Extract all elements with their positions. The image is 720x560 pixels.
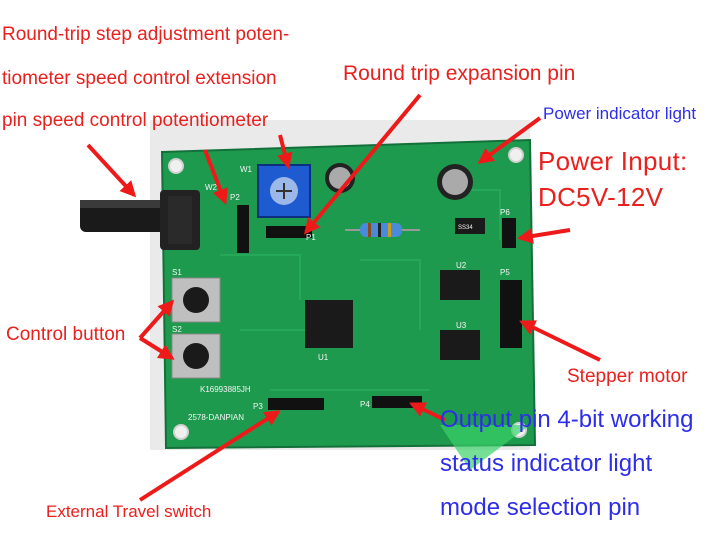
silk-p3: P3 [253,402,263,411]
annotation-arrows [86,93,601,502]
trimmer-w1 [257,164,311,218]
label-round-trip-expansion-pin: Round trip expansion pin [343,62,576,85]
chips [305,218,485,360]
label-round-trip-step-3: pin speed control potentiometer [2,110,269,131]
silk-u2: U2 [456,261,467,270]
silk-p1: P1 [306,233,316,242]
label-output-pin-2: status indicator light [440,450,653,477]
silk-s2: S2 [172,325,182,334]
capacitors [325,163,473,200]
silk-p5: P5 [500,268,510,277]
silk-part-1: K16993885JH [200,385,251,394]
silk-s1: S1 [172,268,182,277]
pin-headers [237,205,522,410]
resistor-r18 [345,223,420,237]
traces [220,189,501,391]
label-power-input-1: Power Input: [538,146,688,176]
label-power-indicator-light: Power indicator light [543,104,697,123]
label-output-pin-1: Output pin 4-bit working [440,406,694,433]
label-output-pin-3: mode selection pin [440,494,641,521]
label-stepper-motor: Stepper motor [567,366,688,387]
silk-p6: P6 [500,208,510,217]
silk-part-3: SS34 [458,225,473,231]
silk-p4: P4 [360,400,370,409]
led-glow [440,425,530,470]
label-round-trip-step-1: Round-trip step adjustment poten- [2,24,290,45]
label-round-trip-step-2: tiometer speed control extension [2,68,277,89]
silk-p2: P2 [230,193,240,202]
silk-w2: W2 [205,183,218,192]
label-external-travel-switch: External Travel switch [46,502,212,521]
silkscreen: W1 W2 P2 P1 S1 S2 U1 U2 U3 P3 P4 P5 P6 K… [172,165,510,422]
silk-u3: U3 [456,321,467,330]
control-switches [171,277,221,379]
silk-u1: U1 [318,353,329,362]
silk-w1: W1 [240,165,253,174]
label-power-input-2: DC5V-12V [538,182,664,212]
label-control-button: Control button [6,324,126,345]
speed-potentiometer [80,190,200,250]
silk-part-2: 2578-DANPIAN [188,413,244,422]
